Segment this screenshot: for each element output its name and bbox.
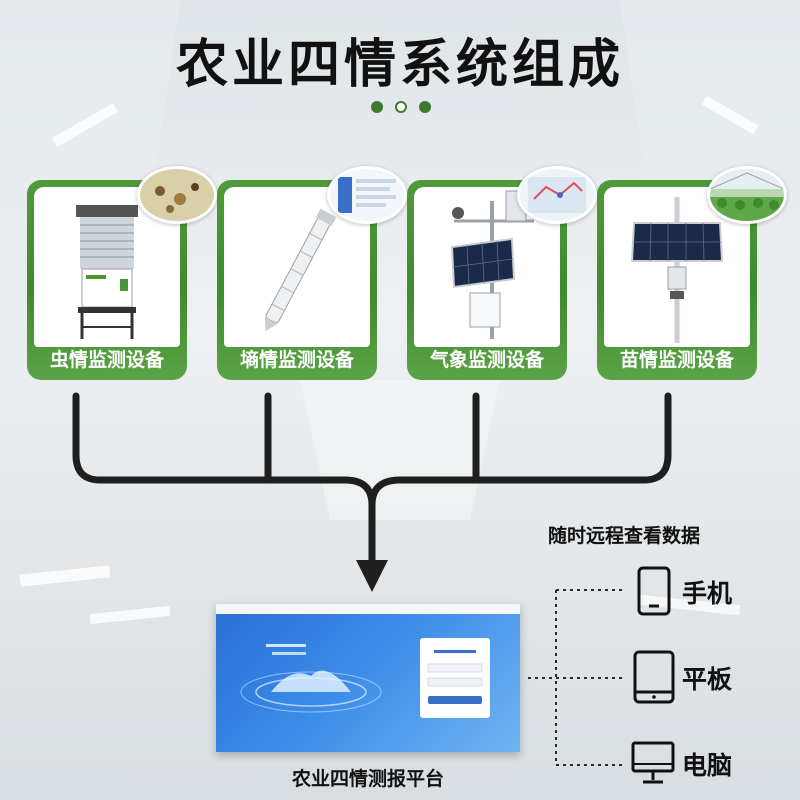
screen-toolbar [216, 604, 520, 614]
device-label-phone: 手机 [682, 579, 733, 608]
phone-icon [637, 566, 671, 616]
page-title: 农业四情系统组成 [175, 35, 624, 95]
soil-probe-icon [264, 208, 337, 332]
platform-screen [216, 604, 520, 752]
dashboard-illustration [240, 644, 382, 713]
crop-camera-icon [630, 197, 724, 343]
device-label: 墒情监测设备 [239, 349, 354, 371]
device-card-insect: 虫情监测设备 [27, 166, 217, 380]
device-label: 苗情监测设备 [619, 349, 734, 371]
device-label-tablet: 平板 [682, 665, 733, 694]
insect-trap-icon [76, 205, 138, 339]
computer-icon [631, 741, 675, 784]
insect-sample-thumbnail [137, 166, 217, 224]
weather-map-thumbnail [517, 166, 597, 224]
dot-icon [371, 101, 383, 113]
title-dots [371, 101, 431, 113]
greenhouse-thumbnail [707, 166, 787, 224]
dot-icon [419, 101, 431, 113]
device-label-computer: 电脑 [682, 751, 733, 780]
remote-access-label: 随时远程查看数据 [548, 525, 701, 547]
device-card-soil: 墒情监测设备 [217, 166, 407, 380]
device-card-weather: 气象监测设备 [407, 166, 597, 380]
device-card-crop: 苗情监测设备 [597, 166, 787, 380]
platform-label: 农业四情测报平台 [291, 768, 444, 790]
device-label: 气象监测设备 [429, 349, 544, 371]
device-label: 虫情监测设备 [49, 349, 164, 371]
login-panel [420, 638, 490, 718]
software-screen-thumbnail [327, 166, 407, 224]
dot-icon [395, 101, 407, 113]
tablet-icon [633, 650, 675, 704]
weather-station-icon [450, 190, 534, 339]
